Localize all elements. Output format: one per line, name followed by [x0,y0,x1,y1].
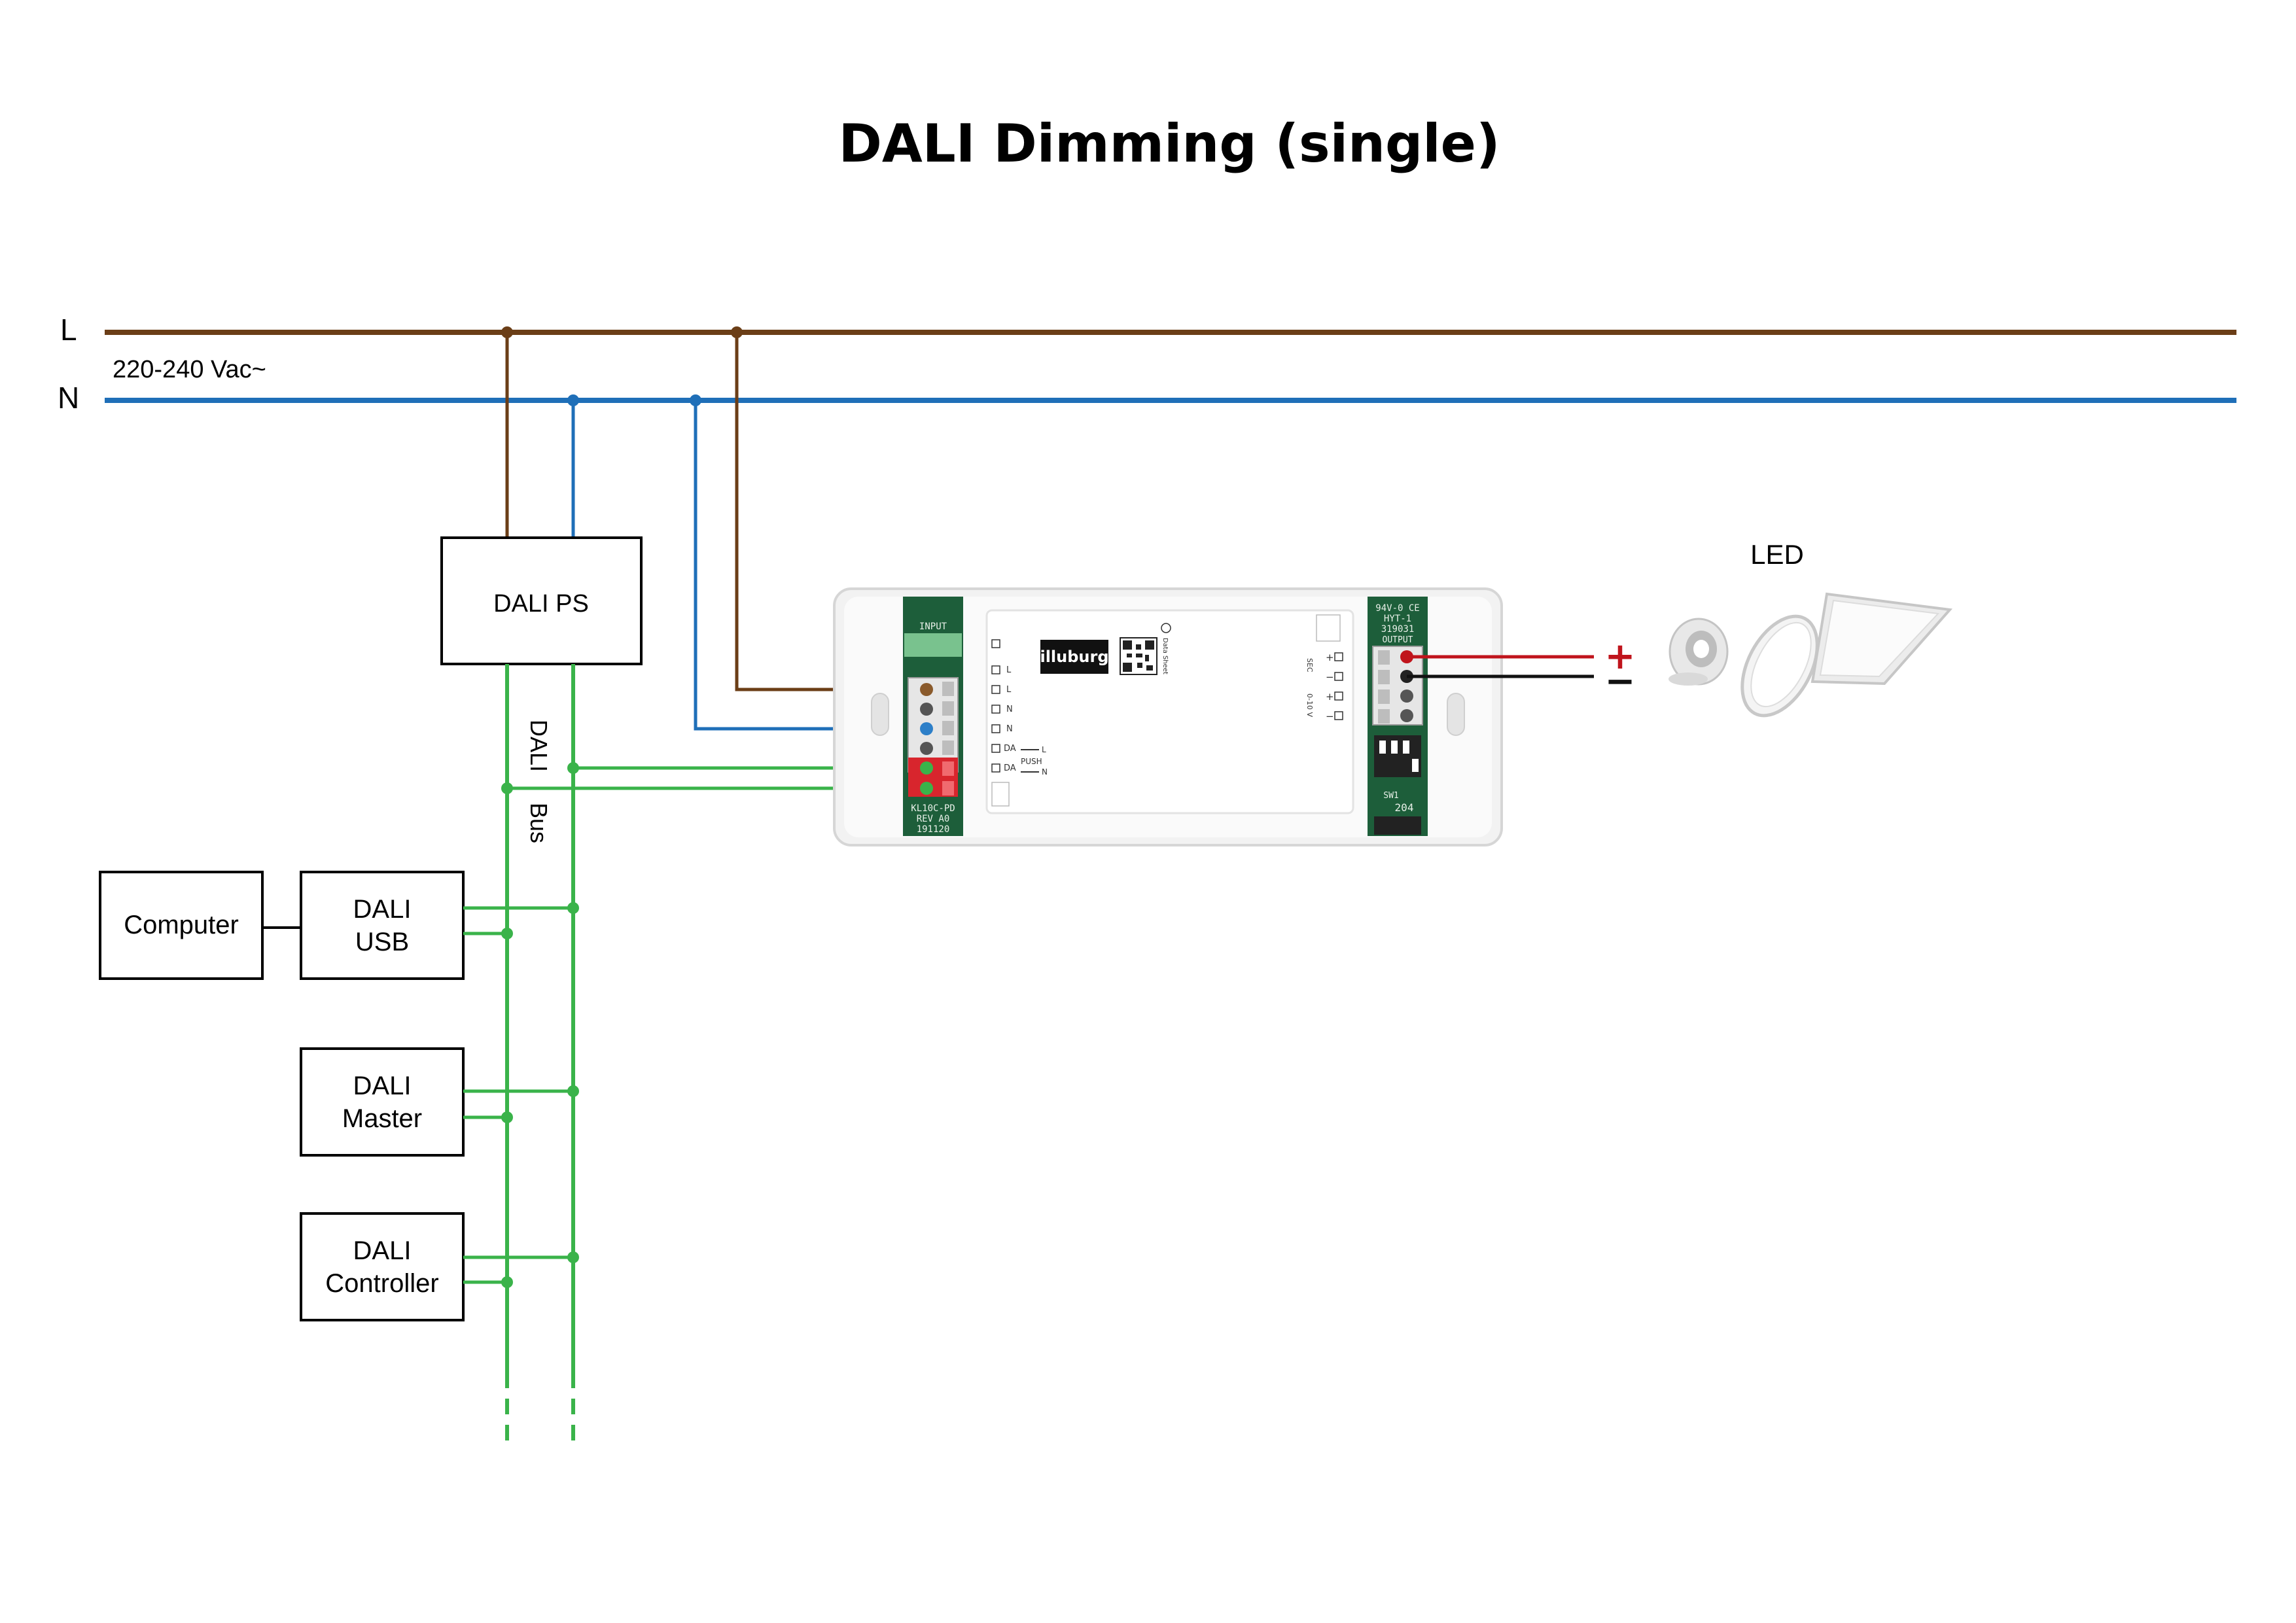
dali-ps-label: DALI PS [493,590,589,618]
live-label: L [60,313,77,347]
master-junction-1 [567,1085,579,1097]
neutral-junction-ps [567,394,579,406]
input-terminal-legend-5: DA [1004,744,1016,754]
output-header-label: OUTPUT [1383,635,1413,645]
dali-master-label-1: DALI [353,1072,412,1100]
dim-label: 0-10 V [1305,693,1314,717]
switch-label: SW1 [1383,791,1398,801]
dali-ps-box: DALI PS [440,536,643,665]
led-driver: INPUT KL10C-PD REV A0 191120 L L N N DA … [833,587,1503,846]
usb-junction-1 [567,902,579,914]
computer-box: Computer [99,871,264,980]
dali-bus-label-2: Bus [525,803,552,843]
sec-label: SEC [1305,658,1314,672]
qr-code-icon [1120,637,1157,675]
input-terminal-legend-4: N [1006,724,1013,734]
input-terminal-block [908,677,959,797]
bus-junction-da-1 [567,762,579,774]
input-terminal-legend-6: DA [1004,763,1016,773]
right-board-text-1: 94V-0 CE [1375,603,1419,614]
controller-junction-2 [501,1276,513,1288]
push-n-label: N [1042,767,1048,777]
dip-switch [1374,735,1421,777]
right-board-text-2: HYT-1 [1384,614,1411,624]
left-board-text-1: KL10C-PD [911,803,955,814]
neutral-junction-driver [690,394,701,406]
output-terminal-legend-2: − [1326,671,1334,683]
live-junction-driver [731,326,743,338]
dali-bus-label-1: DALI [525,720,552,772]
output-plus-label: + [1605,635,1636,678]
dali-master-box: DALI Master [300,1047,465,1157]
brand-logo [1040,640,1108,674]
output-terminal-block [1372,646,1423,725]
master-junction-2 [501,1111,513,1123]
slim-round-panel-icon [1740,614,1819,718]
left-board-text-2: REV A0 [917,814,950,824]
bus-junction-da-2 [501,782,513,794]
computer-label: Computer [124,911,239,939]
downlight-icon [1669,618,1729,686]
input-terminal-legend-1: L [1006,665,1012,675]
neutral-label: N [58,381,79,415]
dali-usb-label-2: USB [355,928,409,956]
input-terminal-legend-3: N [1006,705,1013,714]
qr-caption: Data Sheet [1161,638,1169,674]
output-terminal-legend-3: + [1326,691,1334,703]
right-board-text-3: 319031 [1381,624,1415,635]
input-terminal-legend-2: L [1006,685,1012,695]
left-board-text-3: 191120 [917,824,950,835]
input-header-label: INPUT [919,621,947,632]
switch-code: 204 [1395,801,1414,814]
controller-junction-1 [567,1251,579,1263]
push-label: PUSH [1021,757,1042,766]
push-l-label: L [1042,745,1046,754]
output-terminal-legend-1: + [1326,652,1334,663]
dali-controller-label-1: DALI [353,1236,412,1265]
square-panel-icon [1810,592,1953,686]
dali-usb-label-1: DALI [353,895,412,924]
dali-usb-box: DALI USB [300,871,465,980]
usb-junction-2 [501,928,513,939]
output-terminal-legend-4: − [1326,710,1334,722]
dali-controller-box: DALI Controller [300,1212,465,1321]
dali-controller-label-2: Controller [325,1269,438,1298]
diagram-title: DALI Dimming (single) [838,113,1500,174]
dali-master-label-2: Master [342,1104,422,1133]
voltage-label: 220-240 Vac~ [113,356,266,383]
brand-logo-text: illuburg [1040,648,1108,666]
output-minus-label: − [1605,660,1636,703]
led-label: LED [1750,539,1804,570]
live-junction-ps [501,326,513,338]
